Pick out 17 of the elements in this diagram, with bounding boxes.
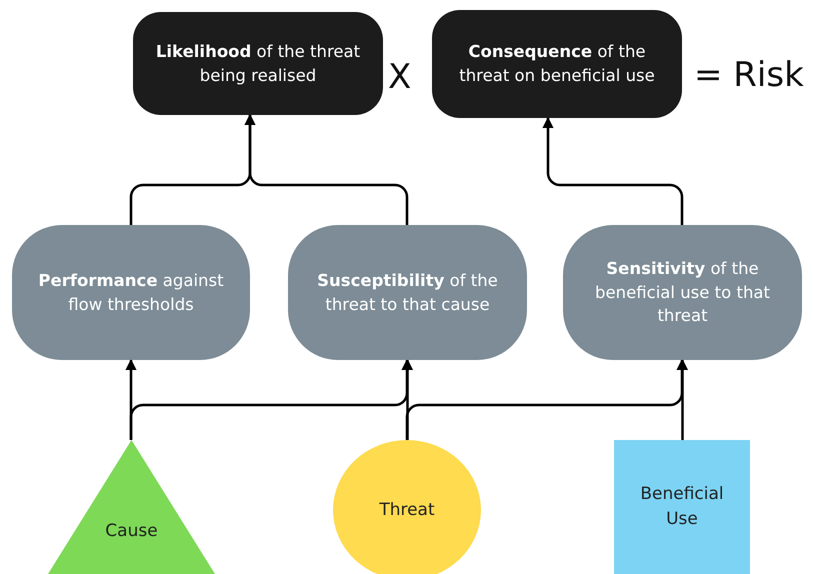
node-text: Performance against flow thresholds — [37, 270, 225, 316]
result-box — [432, 10, 682, 118]
factor-box — [12, 225, 250, 360]
node-text: Sensitivity of the beneficial use to that threat — [594, 258, 771, 328]
multiply-sign: X — [388, 60, 412, 94]
node-text: Cause — [105, 520, 158, 544]
result-box — [133, 12, 383, 115]
factor-box — [288, 225, 527, 360]
node-text: Susceptibility of the threat to that cause — [316, 270, 499, 316]
node-text: Likelihood of the threat being realised — [154, 40, 362, 86]
arrow — [244, 114, 408, 225]
node-text: Beneficial Use — [639, 483, 725, 531]
node-text: Threat — [379, 498, 435, 522]
arrow — [542, 116, 684, 225]
node-text: Consequence of the threat on beneficial use — [458, 41, 656, 87]
equals-risk-text: = Risk — [694, 58, 804, 92]
factor-box — [563, 225, 802, 360]
